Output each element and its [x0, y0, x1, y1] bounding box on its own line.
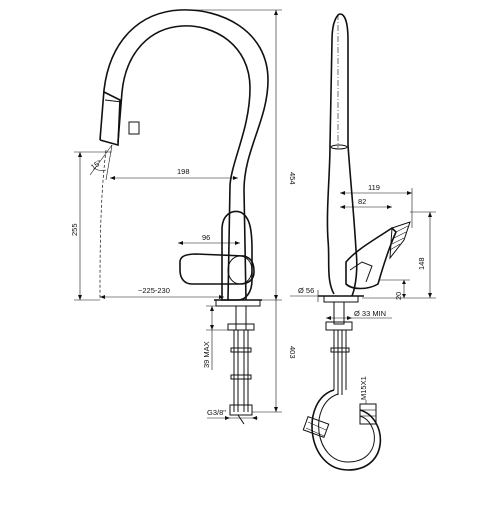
front-view — [89, 9, 269, 425]
side-dimensions: 119 82 148 20 Ø 56 Ø 33 MIN M15X1 — [290, 183, 436, 404]
side-view — [302, 13, 411, 471]
faucet-body — [221, 210, 253, 301]
hose-coupling-right — [359, 403, 377, 425]
dim-dia-33-min: Ø 33 MIN — [354, 309, 386, 318]
side-body-left — [326, 144, 335, 295]
lever-handle — [179, 253, 255, 285]
dim-119: 119 — [368, 183, 380, 192]
dim-225-230: ~225-230 — [138, 286, 170, 295]
spray-head — [99, 91, 121, 147]
hose-fitting-top — [230, 347, 252, 353]
dim-96: 96 — [202, 233, 210, 242]
swing-line-2 — [105, 144, 113, 181]
side-hose-loop — [311, 389, 382, 471]
dim-198: 198 — [177, 167, 190, 176]
dim-39-max: 39 MAX — [202, 341, 211, 368]
dim-thread: G3/8" — [207, 408, 226, 417]
swing-line-1 — [89, 144, 113, 176]
dim-255: 255 — [70, 223, 79, 236]
front-dimensions: 198 96 ~225-230 255 454 403 — [70, 9, 297, 420]
dim-403: 403 — [288, 346, 297, 359]
side-shank — [333, 301, 345, 325]
side-spray-tip — [330, 144, 348, 150]
dim-148: 148 — [417, 257, 426, 270]
hose-connector — [229, 404, 253, 416]
hose-coupling-left — [302, 416, 330, 438]
side-base-ring — [323, 295, 359, 303]
base-ring — [215, 299, 261, 307]
spout-outer-curve — [99, 9, 269, 301]
side-body-right — [347, 144, 358, 297]
side-spout — [329, 13, 349, 146]
side-lever — [345, 226, 397, 290]
dim-82: 82 — [358, 197, 366, 206]
side-spray-hatch — [389, 221, 411, 260]
side-nut — [325, 321, 353, 331]
mounting-shank — [235, 305, 247, 331]
hose-end — [237, 414, 245, 425]
dim-m15x1: M15X1 — [359, 376, 368, 400]
spray-head-joint — [104, 99, 123, 103]
side-hose-loop-inner — [318, 393, 375, 463]
swing-arc — [93, 167, 107, 171]
pull-button — [128, 121, 140, 135]
mounting-nut — [227, 323, 255, 331]
dim-454: 454 — [288, 172, 297, 185]
side-lever-inner — [349, 261, 373, 283]
dim-20: 20 — [394, 292, 403, 300]
spout-inner-curve — [117, 25, 251, 301]
pull-out-path — [99, 149, 107, 301]
hose-fitting-bottom — [230, 374, 252, 380]
dim-dia-56: Ø 56 — [298, 286, 314, 295]
lever-tip — [227, 255, 253, 285]
